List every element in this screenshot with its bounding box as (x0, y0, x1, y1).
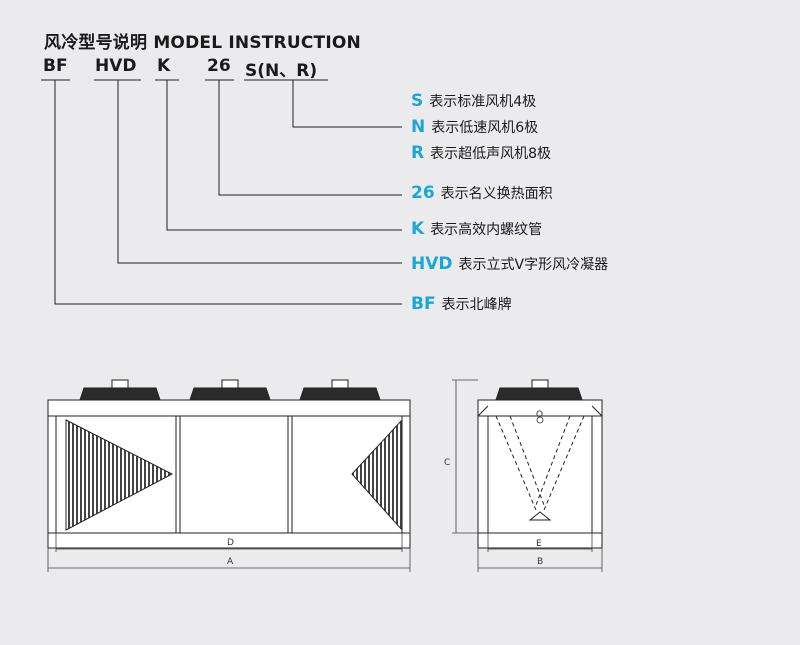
code-bf: BF (43, 56, 68, 76)
page-title: 风冷型号说明 MODEL INSTRUCTION (44, 33, 361, 53)
leader-26 (218, 80, 402, 196)
legend-text: 表示低速风机6极 (431, 120, 539, 136)
side-marker-o (536, 416, 544, 424)
fan-motor-2 (221, 379, 239, 389)
leader-lines (41, 79, 402, 305)
code-k: K (157, 56, 171, 76)
legend-item-s: S 表示标准风机4极 (411, 91, 536, 111)
legend-item-r: R 表示超低声风机8极 (411, 143, 551, 163)
legend-text: 表示立式V字形风冷凝器 (458, 257, 609, 273)
fan-3 (299, 387, 381, 401)
leader-bf (54, 80, 402, 305)
legend-key: 26 (411, 183, 435, 203)
legend-item-26: 26 表示名义换热面积 (411, 183, 553, 203)
legend-key: N (411, 117, 426, 137)
side-fan (495, 387, 583, 401)
legend-item-hvd: HVD 表示立式V字形风冷凝器 (411, 254, 608, 274)
side-fan-motor (531, 379, 549, 389)
side-frame (477, 399, 603, 549)
legend-text: 表示高效内螺纹管 (430, 222, 543, 238)
legend-key: K (411, 219, 425, 239)
fan-motor-3 (331, 379, 349, 389)
legend-text: 表示名义换热面积 (440, 186, 553, 202)
fan-1 (79, 387, 161, 401)
code-fan-type: S(N、R) (245, 61, 318, 81)
legend-item-n: N 表示低速风机6极 (411, 117, 538, 137)
dim-e-label: E (536, 539, 542, 549)
legend-key: HVD (411, 254, 453, 274)
legend-text: 表示标准风机4极 (429, 94, 537, 110)
fan-2 (189, 387, 271, 401)
code-hvd: HVD (95, 56, 137, 76)
legend-key: BF (411, 294, 436, 314)
legend-key: R (411, 143, 425, 163)
leader-hvd (117, 80, 402, 264)
legend-text: 表示北峰牌 (441, 297, 512, 313)
side-label-o: O (536, 410, 544, 420)
dim-c-label: C (444, 458, 451, 468)
dim-d-label: D (227, 538, 234, 548)
fan-motor-1 (111, 379, 129, 389)
code-number: 26 (207, 56, 231, 76)
coil-right (351, 418, 403, 532)
dim-b-label: B (537, 557, 544, 567)
leader-snr (292, 80, 402, 128)
legend-item-bf: BF 表示北峰牌 (411, 294, 512, 314)
legend-key: S (411, 91, 424, 111)
coil-left (65, 419, 174, 531)
legend-item-k: K 表示高效内螺纹管 (411, 219, 542, 239)
leader-k (166, 80, 402, 231)
dim-a-label: A (227, 557, 234, 567)
legend-text: 表示超低声风机8极 (430, 146, 552, 162)
